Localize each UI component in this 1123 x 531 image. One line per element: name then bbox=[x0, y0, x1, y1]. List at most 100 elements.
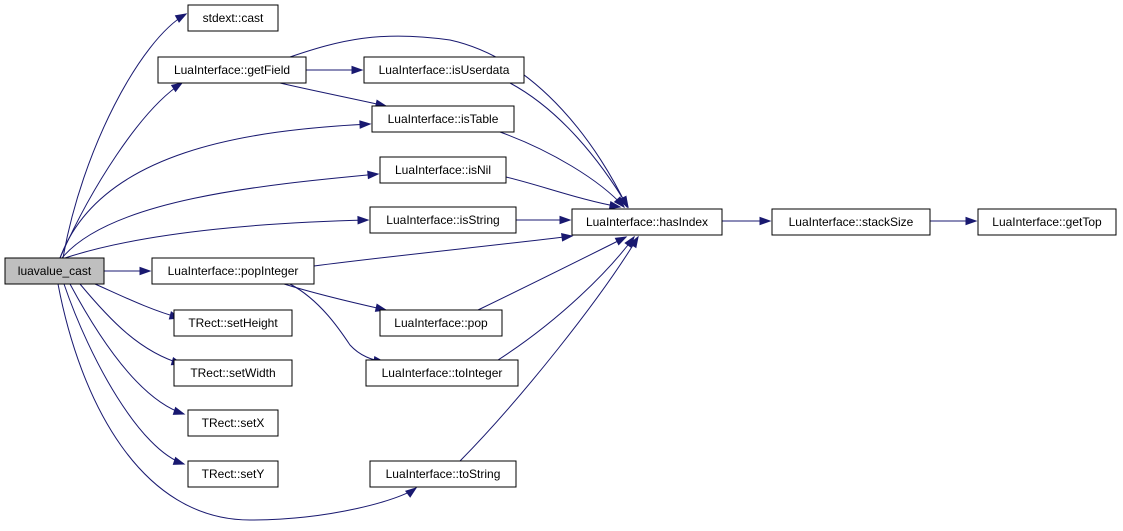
edge-line bbox=[313, 235, 573, 267]
node-label: LuaInterface::toString bbox=[386, 467, 501, 481]
node-box bbox=[4, 257, 105, 285]
node-box bbox=[173, 309, 293, 337]
node-luavalue_cast[interactable]: luavalue_cast bbox=[4, 257, 105, 285]
node-box bbox=[187, 460, 279, 488]
node-isTable[interactable]: LuaInterface::isTable bbox=[371, 105, 515, 133]
node-label: LuaInterface::isString bbox=[386, 213, 499, 227]
node-getField[interactable]: LuaInterface::getField bbox=[157, 56, 307, 84]
node-box bbox=[157, 56, 307, 84]
edge-getField-to-isUserdata bbox=[306, 65, 364, 75]
edge-pop-to-hasIndex bbox=[477, 236, 628, 311]
edge-line bbox=[69, 283, 185, 415]
edge-luavalue_cast-to-isNil bbox=[61, 170, 380, 259]
node-toString[interactable]: LuaInterface::toString bbox=[369, 460, 517, 488]
arrowhead-icon bbox=[351, 65, 364, 75]
edge-line bbox=[289, 35, 628, 208]
edge-line bbox=[59, 123, 371, 259]
arrowhead-icon bbox=[561, 233, 574, 242]
edge-luavalue_cast-to-popInteger bbox=[103, 266, 152, 276]
edge-line bbox=[289, 283, 385, 363]
edge-luavalue_cast-to-setHeight bbox=[94, 283, 182, 320]
node-stackSize[interactable]: LuaInterface::stackSize bbox=[771, 208, 931, 236]
node-setHeight[interactable]: TRect::setHeight bbox=[173, 309, 293, 337]
node-label: TRect::setY bbox=[202, 467, 265, 481]
edge-line bbox=[279, 82, 387, 107]
edge-line bbox=[59, 82, 183, 259]
edge-toString-to-hasIndex bbox=[459, 235, 639, 462]
node-box bbox=[371, 105, 515, 133]
node-box bbox=[571, 208, 723, 236]
node-setX[interactable]: TRect::setX bbox=[187, 409, 279, 437]
arrowhead-icon bbox=[614, 236, 628, 246]
node-isString[interactable]: LuaInterface::isString bbox=[369, 206, 517, 234]
edge-line bbox=[509, 82, 629, 208]
node-setY[interactable]: TRect::setY bbox=[187, 460, 279, 488]
node-setWidth[interactable]: TRect::setWidth bbox=[173, 359, 293, 387]
edge-luavalue_cast-to-stdext_cast bbox=[62, 13, 188, 259]
edge-luavalue_cast-to-setWidth bbox=[79, 283, 184, 366]
node-box bbox=[187, 4, 279, 32]
arrowhead-icon bbox=[618, 195, 629, 209]
node-label: TRect::setHeight bbox=[188, 316, 278, 330]
node-box bbox=[369, 206, 517, 234]
node-box bbox=[977, 208, 1117, 236]
node-label: TRect::setWidth bbox=[190, 366, 275, 380]
node-label: LuaInterface::stackSize bbox=[789, 215, 914, 229]
edge-luavalue_cast-to-isString bbox=[64, 215, 370, 259]
arrowhead-icon bbox=[613, 196, 625, 209]
node-getTop[interactable]: LuaInterface::getTop bbox=[977, 208, 1117, 236]
edge-luavalue_cast-to-toString bbox=[57, 283, 418, 521]
node-stdext_cast[interactable]: stdext::cast bbox=[187, 4, 279, 32]
node-box bbox=[363, 56, 525, 84]
node-hasIndex[interactable]: LuaInterface::hasIndex bbox=[571, 208, 723, 236]
edge-line bbox=[79, 283, 183, 365]
arrowhead-icon bbox=[628, 235, 639, 249]
node-label: LuaInterface::pop bbox=[394, 316, 488, 330]
nodes-layer: luavalue_cast stdext::castLuaInterface::g… bbox=[4, 4, 1117, 488]
node-label: LuaInterface::getTop bbox=[992, 215, 1102, 229]
node-box bbox=[379, 309, 503, 337]
edge-popInteger-to-pop bbox=[283, 283, 388, 312]
edge-isString-to-hasIndex bbox=[516, 215, 572, 225]
node-label: LuaInterface::toInteger bbox=[382, 366, 503, 380]
edge-line bbox=[283, 283, 387, 311]
node-label: LuaInterface::isNil bbox=[395, 163, 491, 177]
edge-luavalue_cast-to-setY bbox=[63, 283, 186, 465]
arrowhead-icon bbox=[357, 215, 370, 225]
edge-toInteger-to-hasIndex bbox=[497, 235, 635, 361]
node-box bbox=[187, 409, 279, 437]
arrowhead-icon bbox=[359, 120, 372, 129]
arrowhead-icon bbox=[139, 266, 152, 276]
edge-line bbox=[61, 173, 379, 259]
edge-popInteger-to-hasIndex bbox=[313, 233, 574, 267]
edge-line bbox=[499, 131, 625, 208]
arrowhead-icon bbox=[559, 215, 572, 225]
node-isUserdata[interactable]: LuaInterface::isUserdata bbox=[363, 56, 525, 84]
node-popInteger[interactable]: LuaInterface::popInteger bbox=[151, 257, 315, 285]
node-label: LuaInterface::hasIndex bbox=[586, 215, 708, 229]
node-label: LuaInterface::isTable bbox=[388, 112, 499, 126]
edge-luavalue_cast-to-setX bbox=[69, 283, 186, 415]
edge-line bbox=[64, 219, 369, 259]
arrowhead-icon bbox=[170, 82, 184, 93]
node-isNil[interactable]: LuaInterface::isNil bbox=[379, 156, 507, 184]
node-box bbox=[151, 257, 315, 285]
edge-isTable-to-hasIndex bbox=[499, 131, 625, 209]
node-box bbox=[771, 208, 931, 236]
edge-luavalue_cast-to-getField bbox=[59, 82, 184, 259]
edge-line bbox=[94, 283, 181, 319]
node-label: LuaInterface::isUserdata bbox=[379, 63, 510, 77]
arrowhead-icon bbox=[172, 456, 186, 465]
edge-line bbox=[459, 236, 639, 462]
arrowhead-icon bbox=[405, 487, 418, 498]
edge-popInteger-to-toInteger bbox=[289, 283, 386, 365]
node-pop[interactable]: LuaInterface::pop bbox=[379, 309, 503, 337]
arrowhead-icon bbox=[174, 13, 188, 23]
edge-line bbox=[497, 236, 635, 361]
edge-line bbox=[62, 13, 187, 259]
arrowhead-icon bbox=[172, 406, 186, 415]
edge-getField-to-isTable bbox=[279, 82, 388, 108]
node-toInteger[interactable]: LuaInterface::toInteger bbox=[365, 359, 519, 387]
arrowhead-icon bbox=[965, 216, 978, 226]
